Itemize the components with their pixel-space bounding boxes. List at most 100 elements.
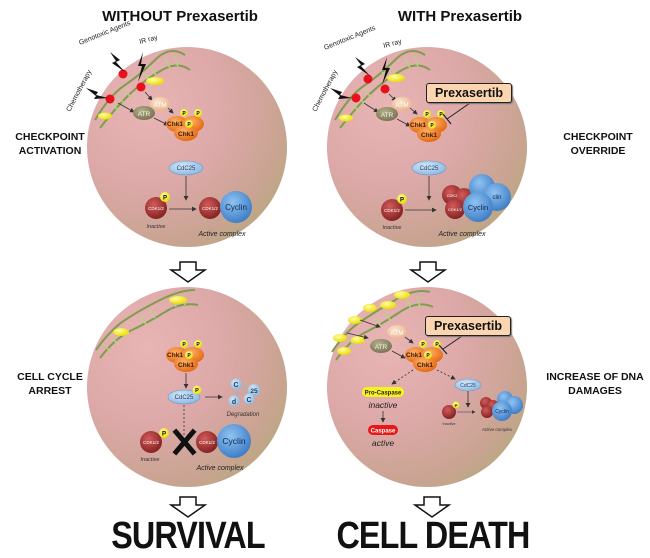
cdc25-protein [167, 389, 201, 405]
cdc25-label: CdC25 [177, 166, 196, 172]
phosphate-label: P [162, 432, 166, 438]
chk1-complex: Chk1 Chk1 P P P [166, 340, 204, 372]
atr-label: ATR [138, 111, 151, 118]
cdk-inactive [140, 431, 162, 453]
label-line: OVERRIDE [570, 145, 626, 157]
phosphate-icon [423, 110, 431, 118]
atr-protein [370, 339, 392, 353]
label-line: CHECKPOINT [15, 131, 85, 143]
label-line: CELL CYCLE [17, 371, 83, 383]
inactive-label: inactive [369, 400, 398, 410]
label-chemotherapy: Chemotherapy [66, 69, 94, 113]
cdc25-protein [411, 160, 447, 176]
atm-protein [387, 325, 407, 339]
panel-bottom-left: Chk1 Chk1 P P P CdC25 P C 25 d C Degr [95, 289, 260, 472]
active-label: active [372, 438, 394, 448]
phosphate-label: P [163, 196, 167, 202]
cdc25-degradation-fragments: C 25 d C [228, 378, 260, 407]
cdk-active [196, 431, 218, 453]
phosphate-label: P [439, 112, 443, 118]
phosphate-label: P [187, 353, 191, 359]
inactive-label: Inactive [141, 457, 160, 463]
down-arrow-icon [168, 496, 208, 518]
fragment-label: C [246, 397, 251, 404]
phosphate-icon [194, 340, 202, 348]
atm-protein [392, 97, 412, 111]
h2ax-marker [169, 296, 187, 304]
dna-helix [331, 290, 434, 361]
prexasertib-drug-box: Prexasertib [425, 316, 511, 336]
cdk-label: CDK1/2 [448, 207, 463, 212]
phosphate-icon [185, 351, 193, 359]
chk1-label: Chk1 [178, 362, 194, 369]
label-genotoxic-agents: Genotoxic Agents [78, 20, 132, 47]
phosphate-icon [180, 340, 188, 348]
label-genotoxic-agents: Genotoxic Agents [323, 25, 377, 52]
phosphate-icon [160, 192, 170, 202]
label-checkpoint-override: CHECKPOINT OVERRIDE [548, 130, 648, 158]
inhibition-bar [438, 344, 448, 355]
cdc25-protein [168, 160, 204, 176]
atm-protein [150, 97, 170, 111]
cdk-label: CDK2 [447, 193, 458, 198]
active-complex-label: Active complex [197, 231, 246, 238]
phosphate-label: P [430, 123, 434, 129]
h2ax-markers [333, 291, 410, 355]
down-arrow-icons [168, 261, 452, 518]
svg-text:clin: clin [492, 195, 501, 201]
inactive-label: Inactive [442, 422, 455, 426]
atm-label: ATM [395, 102, 408, 109]
label-increase-dna-damages: INCREASE OF DNA DAMAGES [540, 370, 650, 398]
chk1-label: Chk1 [406, 352, 422, 359]
dna-damage-icon [136, 82, 146, 92]
cdk-inactive [145, 197, 167, 219]
caspase-label: Caspase [371, 429, 396, 435]
phosphate-icon [180, 109, 188, 117]
h2ax-marker [98, 112, 112, 120]
h2ax-marker [339, 114, 353, 122]
panel-top-right: Genotoxic Agents IR ray Chemotherapy ATM… [312, 25, 511, 238]
lightning-bolt-icon [330, 88, 352, 99]
phosphate-icon [424, 351, 432, 359]
chk1-complex: Chk1 Chk1 P P P [166, 109, 204, 141]
dna-damage-icon [105, 94, 115, 104]
phosphate-label: P [187, 122, 191, 128]
phosphate-icon [192, 385, 202, 395]
outcome-cell-death: CELL DEATH [336, 515, 530, 557]
cdc25-label: CdC25 [460, 383, 476, 389]
lightning-bolt-icon [110, 52, 125, 72]
atm-label: ATM [390, 330, 403, 337]
phosphate-icon [194, 109, 202, 117]
cyclin-label: Cyclin [468, 203, 488, 212]
active-complexes-cluster: Cyclin [480, 391, 523, 421]
outcome-survival: SURVIVAL [111, 515, 265, 557]
atr-protein [376, 107, 398, 121]
chk1-label: Chk1 [167, 121, 183, 128]
active-complexes-cluster: CDK2 CDK1/2 clin Cyclin [442, 174, 511, 222]
label-ir-ray: IR ray [139, 34, 159, 46]
atr-label: ATR [381, 112, 394, 119]
fragment-label: C [233, 382, 238, 389]
phosphate-label: P [426, 353, 430, 359]
active-complex-label: Active complex [195, 465, 244, 472]
inhibition-line [442, 333, 466, 350]
lightning-bolt-icon [86, 88, 108, 99]
chk1-label: Chk1 [410, 122, 426, 129]
inactive-label: Inactive [147, 224, 166, 230]
phosphate-label: P [425, 112, 429, 118]
phosphate-icon [185, 120, 193, 128]
phosphate-label: P [435, 342, 439, 348]
pro-caspase-label: Pro-Caspase [365, 391, 402, 397]
cdk-label: CDK1/2 [199, 440, 215, 445]
label-line: INCREASE OF DNA [546, 371, 644, 383]
degradation-label: Degradation [227, 412, 260, 418]
cyclin-label: Cyclin [222, 436, 245, 446]
inhibition-line [446, 102, 471, 120]
active-complex-label: Active complex [481, 427, 513, 432]
chk1-complex: Chk1 Chk1 P P P [405, 340, 443, 372]
fragment-label: d [232, 399, 236, 406]
atm-label: ATM [153, 102, 166, 109]
cell-top-left [87, 47, 287, 247]
label-ir-ray: IR ray [383, 38, 403, 50]
